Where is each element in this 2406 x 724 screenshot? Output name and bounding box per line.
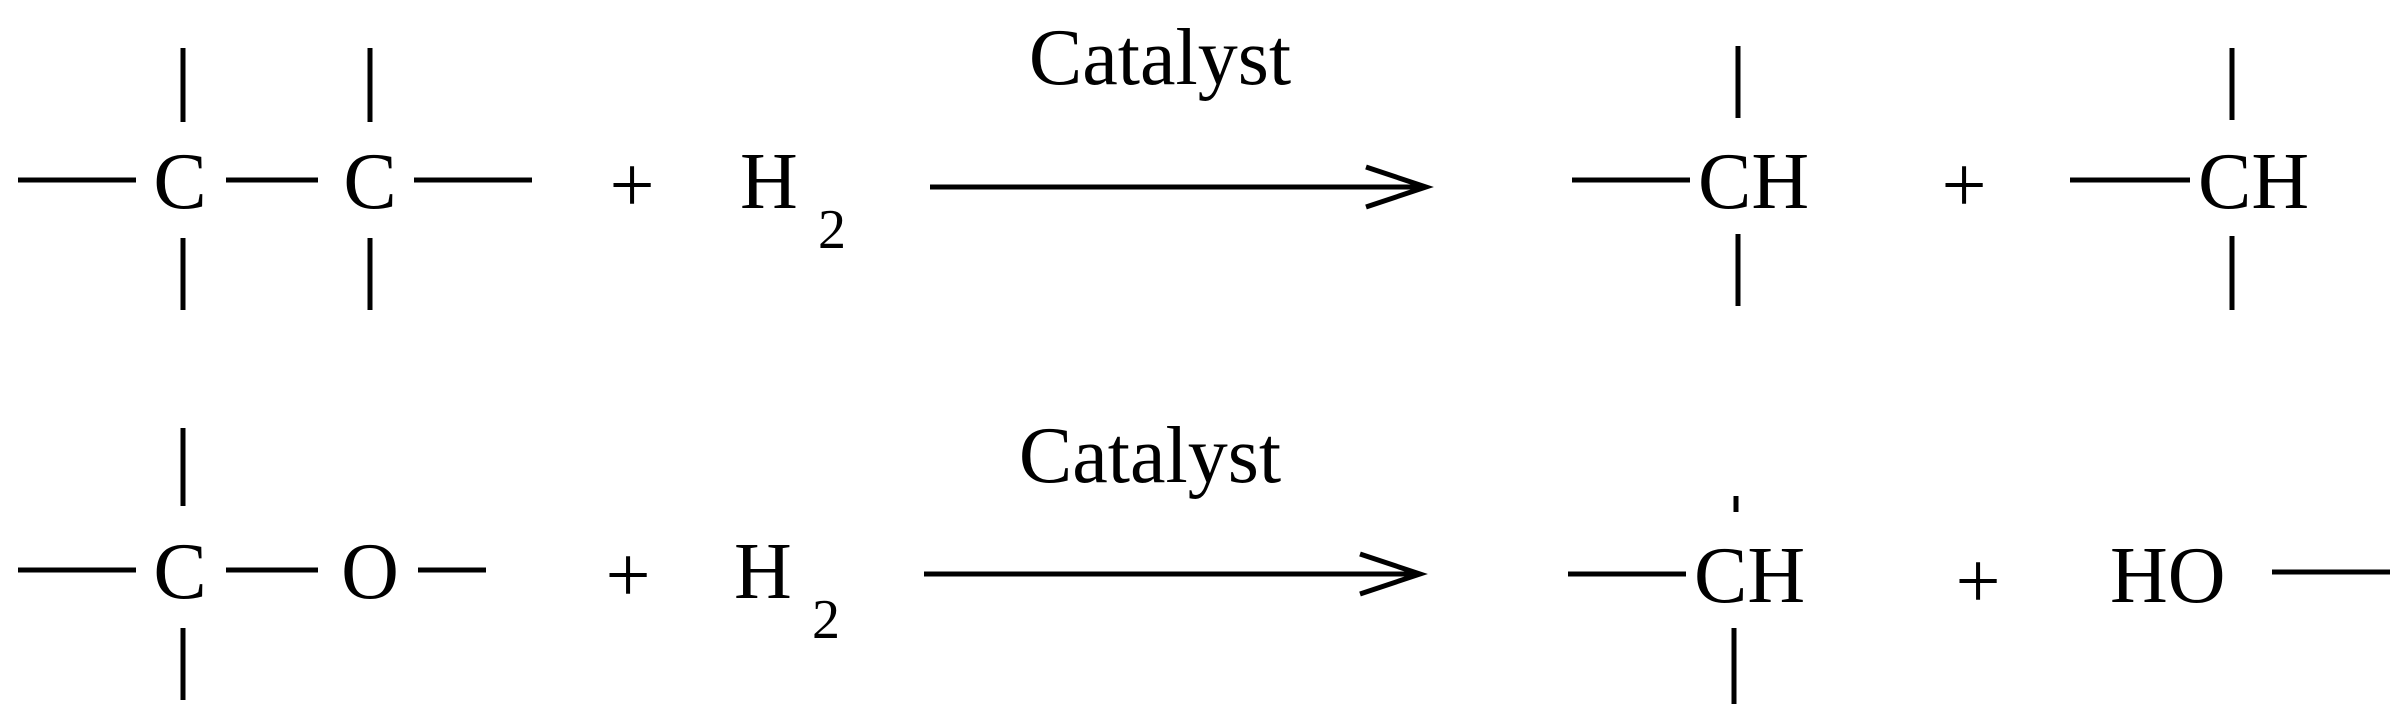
atom-c: C bbox=[153, 528, 206, 616]
catalyst-label: Catalyst bbox=[1019, 412, 1281, 500]
reactant-cc: C C bbox=[18, 48, 532, 310]
hydrogen-symbol: H bbox=[740, 138, 798, 226]
atom-ho: HO bbox=[2110, 532, 2226, 620]
reactant-co: C O bbox=[18, 428, 486, 700]
reaction-arrow: Catalyst bbox=[930, 14, 1434, 210]
atom-ch: CH bbox=[2198, 138, 2309, 226]
atom-ch: CH bbox=[1694, 532, 1805, 620]
hydrogen-subscript: 2 bbox=[818, 199, 846, 261]
product-ch-1: CH bbox=[1568, 496, 1805, 704]
reagent-h2: H 2 bbox=[734, 528, 840, 651]
hydrogen-subscript: 2 bbox=[812, 589, 840, 651]
product-ch-1: CH bbox=[1572, 46, 1809, 306]
atom-ch: CH bbox=[1698, 138, 1809, 226]
hydrogen-symbol: H bbox=[734, 528, 792, 616]
plus-sign: + bbox=[609, 142, 654, 230]
atom-c2: C bbox=[343, 138, 396, 226]
plus-sign: + bbox=[1941, 142, 1986, 230]
reaction-1: C C + H 2 Catalyst CH + bbox=[18, 14, 2309, 310]
reagent-h2: H 2 bbox=[740, 138, 846, 261]
arrow-head bbox=[1365, 164, 1434, 210]
reaction-2: C O + H 2 Catalyst CH + HO bbox=[18, 412, 2390, 704]
arrow-head bbox=[1359, 551, 1428, 597]
plus-sign: + bbox=[1955, 538, 2000, 626]
product-ch-2: CH bbox=[2070, 48, 2309, 310]
plus-sign: + bbox=[605, 532, 650, 620]
atom-o: O bbox=[341, 528, 399, 616]
product-ho: HO bbox=[2110, 532, 2390, 620]
atom-c1: C bbox=[153, 138, 206, 226]
catalyst-label: Catalyst bbox=[1029, 14, 1291, 102]
reaction-arrow: Catalyst bbox=[924, 412, 1428, 597]
